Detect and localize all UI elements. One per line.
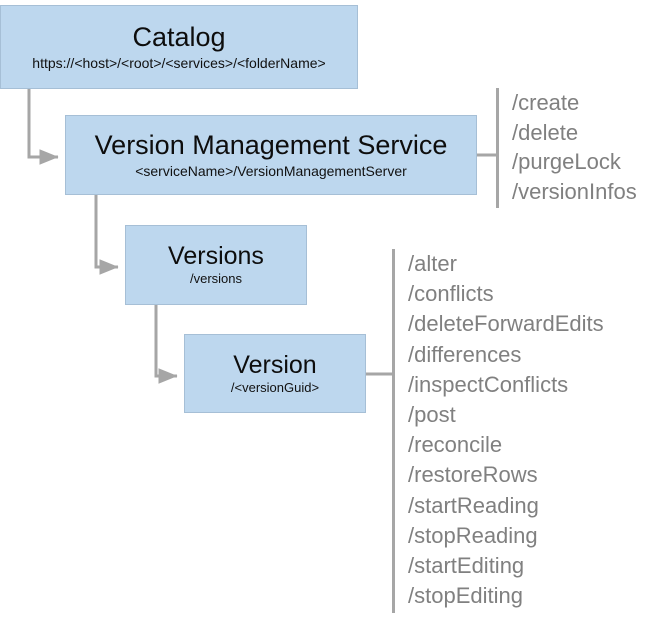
service-operations-list-item[interactable]: /purgeLock [512,149,621,174]
service-operations-list-item[interactable]: /delete [512,119,579,145]
version-operations-list-item[interactable]: /restoreRows [408,462,538,488]
version-operations-list-item[interactable]: /deleteForwardEdits [408,311,604,337]
node-version-management-service-title: Version Management Service [94,130,448,161]
node-catalog[interactable]: Catalog https://<host>/<root>/<services>… [0,5,358,89]
service-operations-list-item[interactable]: /versionInfos [512,178,637,204]
version-operations-list: /alter/conflicts/deleteForwardEdits/diff… [392,249,604,613]
node-versions-title: Versions [168,242,264,271]
version-operations-list-item[interactable]: /alter [408,251,457,276]
node-versions[interactable]: Versions /versions [125,225,307,305]
node-version-management-service[interactable]: Version Management Service <serviceName>… [65,115,477,195]
node-version-title: Version [233,350,317,379]
node-versions-subtitle: /versions [189,271,243,287]
version-operations-list-item[interactable]: /startReading [408,492,539,518]
node-version-management-service-subtitle: <serviceName>/VersionManagementServer [135,162,407,179]
node-catalog-title: Catalog [132,22,226,53]
node-version-subtitle: /<versionGuid> [230,379,320,395]
connector-versions-to-version [154,305,178,384]
version-operations-list-item[interactable]: /stopReading [408,522,538,548]
connector-catalog-to-service [27,89,59,165]
version-operations-list-item[interactable]: /stopEditing [408,583,523,609]
version-operations-list-item[interactable]: /conflicts [408,281,494,307]
node-version[interactable]: Version /<versionGuid> [184,334,366,413]
service-operations-list-item[interactable]: /create [512,90,580,115]
version-operations-list-item[interactable]: /differences [408,341,522,367]
version-operations-list-item[interactable]: /inspectConflicts [408,371,569,397]
service-operations-list: /create/delete/purgeLock/versionInfos [496,88,637,208]
node-catalog-subtitle: https://<host>/<root>/<services>/<folder… [32,54,326,71]
connector-service-to-versions [94,195,119,275]
version-operations-list-item[interactable]: /startEditing [408,553,525,579]
version-operations-list-item[interactable]: /reconcile [408,432,503,458]
version-operations-list-item[interactable]: /post [408,402,456,428]
